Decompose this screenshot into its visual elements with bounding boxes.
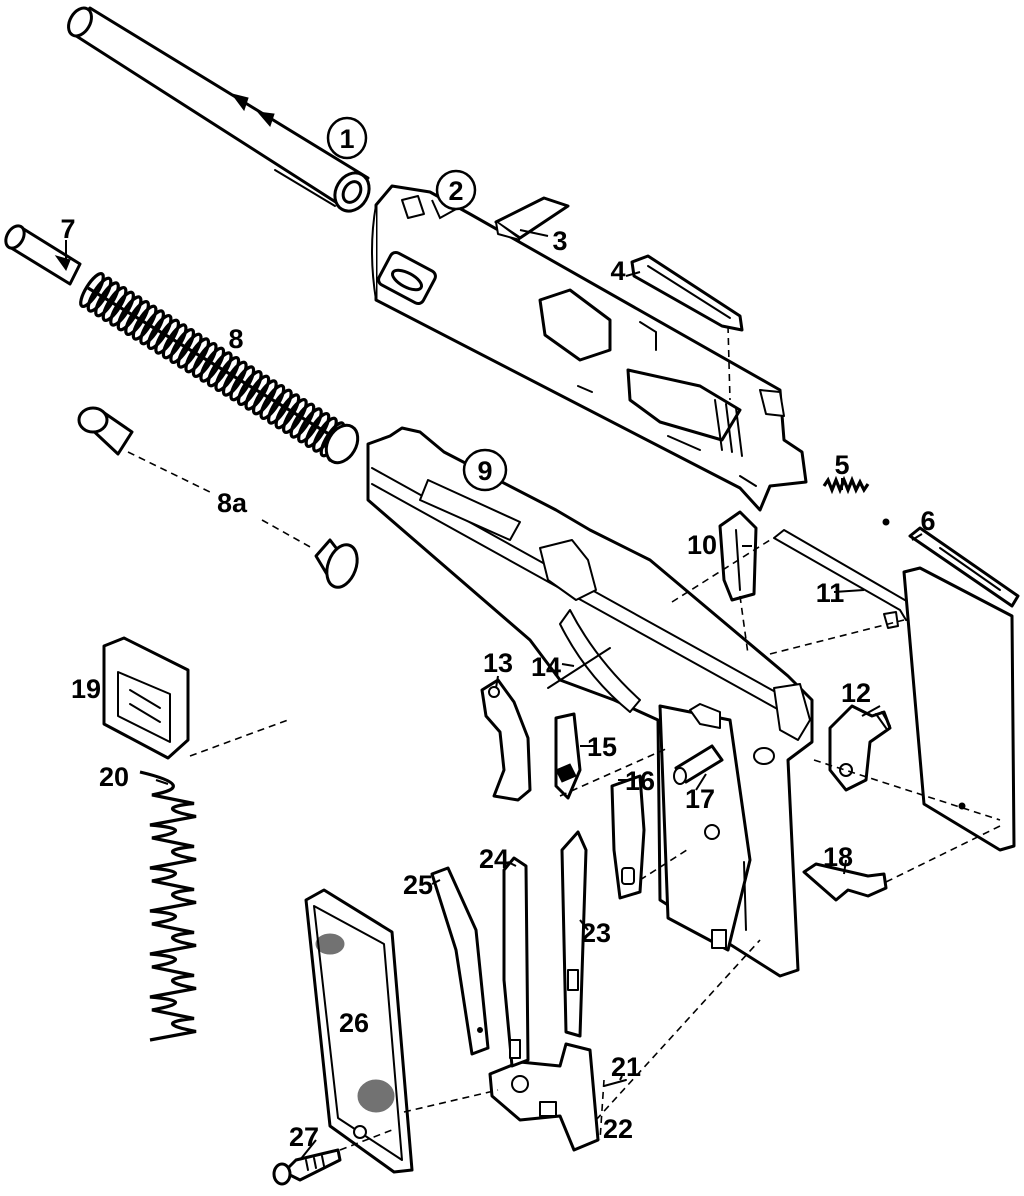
part-24 [502, 856, 530, 1068]
spring-coil [274, 393, 301, 430]
spring-coil [169, 327, 196, 365]
label-8: 8 [228, 324, 243, 354]
spring-coil [109, 290, 135, 327]
spring-coil [154, 318, 181, 355]
assembly-lines [189, 325, 1001, 1151]
label-rings [326, 116, 508, 492]
spring-coil [176, 332, 203, 369]
part-14-pin [547, 647, 611, 689]
label-2: 2 [448, 176, 463, 206]
part-4 [630, 254, 744, 332]
label-23: 23 [581, 918, 611, 948]
spring-coil [229, 365, 256, 402]
label-6: 6 [920, 506, 935, 536]
label-11: 11 [816, 578, 845, 608]
part-7 [4, 224, 82, 286]
spring-coil [94, 281, 120, 318]
part-21-pin [603, 1079, 627, 1087]
part-15 [554, 712, 582, 800]
label-16: 16 [625, 766, 655, 796]
part-10 [718, 510, 758, 602]
part-6-pin [882, 518, 1020, 608]
spring-coil [124, 299, 150, 337]
label-12: 12 [841, 678, 871, 708]
part-16 [610, 774, 646, 900]
part-slide [371, 184, 808, 512]
spring-coil [199, 346, 226, 383]
spring-coil [214, 355, 241, 393]
label-20: 20 [99, 762, 129, 792]
part-18 [802, 862, 888, 902]
part-27-screw [272, 1148, 342, 1186]
part-12-hammer [828, 704, 892, 792]
part-13-trigger [480, 678, 532, 802]
label-22: 22 [603, 1114, 633, 1144]
spring-coil [184, 337, 211, 374]
spring-coil [146, 313, 173, 351]
spring-coil [289, 402, 316, 439]
spring-coil [282, 397, 308, 435]
spring-coil [131, 304, 158, 341]
part-9-frame [366, 426, 814, 978]
label-14: 14 [531, 652, 561, 682]
part-barrel [67, 6, 371, 213]
part-labels: 1 2 3 4 5 6 7 8 8a 9 10 11 12 13 14 15 1… [60, 124, 935, 1152]
spring-coil [266, 388, 293, 425]
label-26: 26 [339, 1008, 369, 1038]
label-18: 18 [823, 842, 853, 872]
part-25 [430, 866, 490, 1056]
label-25: 25 [403, 870, 433, 900]
spring-coil [259, 383, 286, 421]
part-23 [560, 830, 588, 1038]
label-3: 3 [552, 226, 567, 256]
part-17-pin [673, 744, 724, 785]
label-1: 1 [339, 124, 354, 154]
part-26-grip [304, 888, 414, 1174]
label-8a: 8a [217, 488, 248, 518]
spring-coil [206, 351, 233, 388]
spring-coil [236, 369, 263, 407]
spring-coil [161, 323, 188, 360]
label-9: 9 [477, 456, 492, 486]
part-20-spring [139, 770, 197, 1042]
label-13: 13 [483, 648, 513, 678]
magazine-spring-coil [139, 770, 197, 1042]
label-15: 15 [587, 732, 617, 762]
part-8-recoil-spring [79, 271, 360, 465]
spring-coil [221, 360, 248, 397]
label-21: 21 [611, 1052, 641, 1082]
spring-coil [297, 407, 323, 444]
part-19 [102, 636, 190, 760]
spring-coil [116, 295, 143, 332]
leader-lines [65, 199, 923, 1161]
part-22 [488, 1042, 600, 1152]
spring-coil [101, 285, 128, 323]
spring-coil [191, 341, 218, 379]
label-4: 4 [610, 256, 625, 286]
label-5: 5 [834, 450, 849, 480]
spring-coil [139, 309, 166, 346]
label-27: 27 [289, 1122, 319, 1152]
label-19: 19 [71, 674, 101, 704]
label-24: 24 [479, 844, 509, 874]
label-17: 17 [685, 784, 715, 814]
spring-coil [244, 374, 271, 411]
spring-coil [86, 276, 113, 313]
label-10: 10 [687, 530, 717, 560]
label-7: 7 [60, 214, 75, 244]
side-plate [902, 566, 1016, 852]
part-3 [494, 196, 570, 241]
part-8a-bushings [77, 406, 359, 589]
spring-coil [304, 411, 331, 449]
part-5-spring [822, 475, 870, 495]
spring-coil [79, 271, 105, 309]
spring-coil [251, 379, 278, 416]
